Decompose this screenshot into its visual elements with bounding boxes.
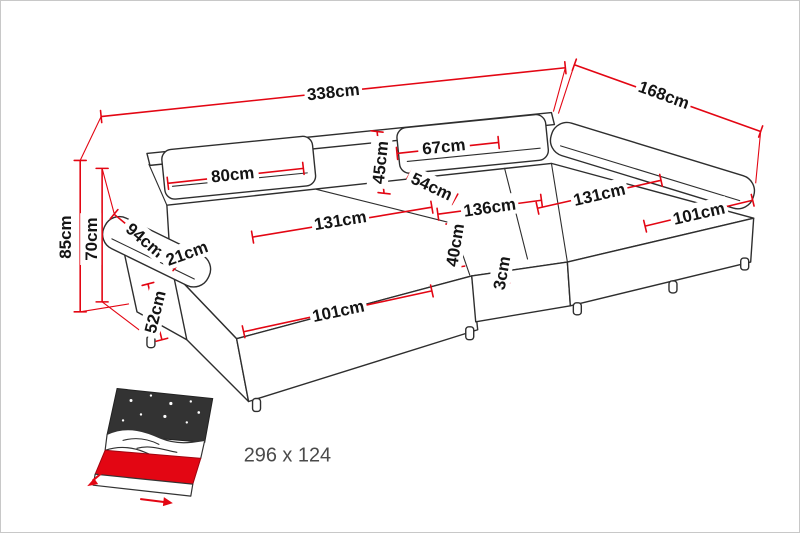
label-bg [158, 233, 215, 272]
dim-total-width: 338cm [303, 77, 364, 105]
sofa-back-cushion-right [396, 113, 550, 174]
label-bg [118, 215, 172, 265]
sofa-bed-icon [87, 387, 214, 507]
sofa-backrest-edge [148, 163, 168, 206]
label-bg [633, 74, 695, 114]
dim-middle-seat-length: 136cm [459, 192, 520, 222]
label-bg [138, 284, 171, 340]
cushion-seam [406, 147, 541, 162]
dim-left-back-cushion-text: 80cm [210, 163, 255, 186]
dim-gap-small: 3cm [487, 251, 515, 295]
star-dot [129, 399, 133, 402]
star-dot [185, 421, 188, 424]
label-bg [307, 294, 369, 327]
sofa-right-chaise-front [566, 217, 755, 307]
unfold-arrow-bottom-head [162, 497, 173, 507]
sleeping-area-size: 296 x 124 [244, 444, 331, 466]
dim-right-back-cushion: 67cm [416, 132, 471, 160]
star-dot [149, 394, 153, 397]
sofa-leg [251, 397, 262, 413]
label-bg [80, 213, 102, 266]
label-bg [568, 177, 630, 211]
armrest-seam [560, 145, 741, 202]
star-dot [121, 419, 125, 422]
blanket-fold-lines [122, 438, 178, 453]
sofa-seam-lines [315, 162, 568, 276]
dim-overall-height: 85cm [54, 211, 76, 264]
dim-backrest-height: 45cm [366, 135, 393, 190]
label-bg [205, 160, 260, 187]
armrest-outline [549, 121, 756, 210]
star-dot [139, 413, 143, 416]
seat-seam [504, 167, 529, 260]
dim-line-armrest-height [95, 167, 109, 303]
label-bg [439, 217, 469, 273]
sofa-leg [572, 302, 583, 316]
unfold-arrow-left [92, 469, 107, 482]
sofa-left-chaise-front [235, 275, 479, 403]
seat-seam [550, 162, 568, 263]
dim-backrest-height-text: 45cm [369, 140, 392, 185]
stars-decoration [121, 394, 201, 424]
label-bg [487, 251, 515, 295]
star-dot [163, 414, 167, 419]
dim-armrest-height: 70cm [80, 213, 102, 266]
label-bg [309, 204, 371, 235]
dim-armrest-height-text: 70cm [82, 217, 101, 260]
label-bg [459, 192, 520, 222]
sofa-leg [465, 326, 475, 341]
dim-right-back-cushion-text: 67cm [421, 135, 466, 158]
sofa-leg [668, 280, 678, 294]
dim-right-depth-text: 168cm [636, 77, 692, 113]
dim-seat-depth-vertical: 40cm [439, 217, 469, 273]
sofa-leg [740, 257, 750, 271]
star-dot [189, 400, 192, 403]
dim-right-depth: 168cm [633, 74, 695, 114]
label-bg [366, 135, 393, 190]
label-bg [303, 77, 364, 105]
label-bg [416, 132, 471, 160]
dimension-extension-lines [79, 64, 762, 334]
seat-seam [315, 188, 453, 224]
sofa-right-armrest [549, 121, 756, 210]
dimension-labels: 338cm 168cm 85cm 70cm 94cm 21cm 80cm 67 [54, 74, 730, 340]
label-bg [54, 211, 76, 264]
dim-overall-height-text: 85cm [56, 215, 75, 258]
label-bg [404, 165, 460, 207]
dim-left-back-cushion: 80cm [205, 160, 260, 187]
star-dot [197, 411, 201, 414]
label-bg [668, 196, 730, 230]
star-dot [169, 401, 173, 406]
unfold-arrow-bottom [139, 498, 166, 504]
unfold-arrow-left-head [87, 478, 99, 487]
